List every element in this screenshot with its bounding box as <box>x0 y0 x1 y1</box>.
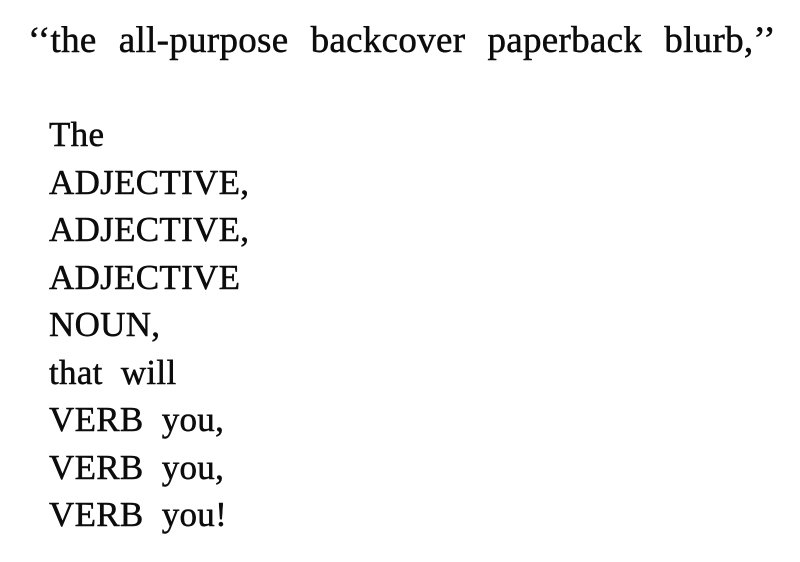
blurb-line: NOUN, <box>49 305 161 344</box>
blurb-line: VERB you, <box>49 447 225 487</box>
blurb-line: ADJECTIVE, <box>49 210 250 249</box>
blurb-line: The <box>49 115 105 154</box>
blurb-line: ADJECTIVE, <box>49 162 250 202</box>
blurb-line: that will <box>49 352 177 392</box>
blurb-line: VERB you, <box>49 400 225 439</box>
blurb-body: The ADJECTIVE, ADJECTIVE, ADJECTIVE NOUN… <box>49 111 800 539</box>
blurb-line: ADJECTIVE <box>49 257 241 297</box>
blurb-title: ‘‘the all-purpose backcover paperback bl… <box>28 20 776 61</box>
blurb-line: VERB you! <box>49 495 228 534</box>
